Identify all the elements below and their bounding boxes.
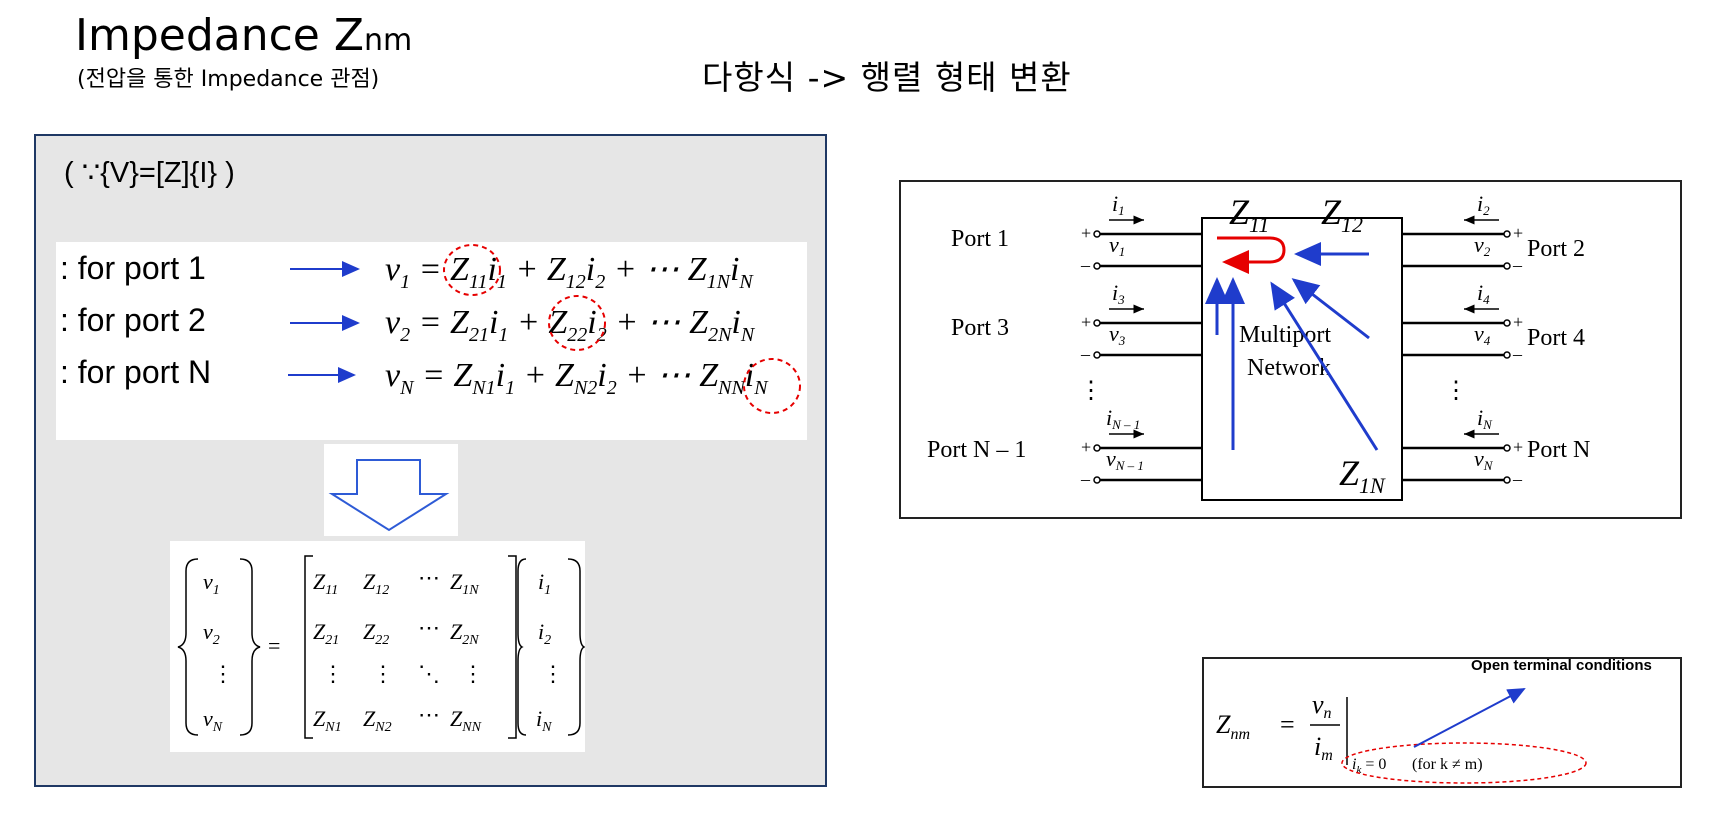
svg-text:i3: i3 [1112,280,1125,307]
svg-text:⋮: ⋮ [1444,378,1468,404]
svg-text:⋮: ⋮ [542,661,564,686]
svg-text:⋮: ⋮ [372,661,394,686]
svg-text:Z22: Z22 [363,619,389,648]
svg-text:i2: i2 [1477,191,1490,218]
svg-text:im: im [1314,732,1333,764]
svg-text:–: – [1512,255,1523,275]
equation-box [56,242,807,440]
port-4-text: Port 4 [1527,325,1585,351]
condition-note: (for k ≠ m) [1412,756,1483,773]
svg-text:vN – 1: vN – 1 [1106,446,1144,473]
svg-text:i2: i2 [538,619,551,648]
svg-text:Z11: Z11 [1229,192,1269,237]
svg-text:=: = [1280,710,1295,739]
impedance-formula: Znm = vn im ik = 0 (for k ≠ m) [1216,688,1587,784]
port-2-text: Port 2 [1527,236,1585,262]
svg-text:Z2N: Z2N [450,619,479,648]
svg-text:–: – [1080,469,1091,489]
title-subscript: nm [364,23,413,58]
svg-text:v4: v4 [1474,321,1491,348]
circle-z22 [548,295,606,351]
svg-text:+: + [1081,437,1091,457]
svg-text:⋱: ⋱ [418,661,440,686]
condition-box [1202,657,1682,788]
svg-text:v1: v1 [203,569,220,598]
svg-text:⋮: ⋮ [462,661,484,686]
svg-text:v2: v2 [203,619,220,648]
page-title: Impedance Znm [75,8,412,69]
svg-text:ZN1: ZN1 [313,706,342,735]
conversion-heading: 다항식 -> 행렬 형태 변환 [702,58,1072,97]
port-1-label: : for port 1 [60,250,206,286]
svg-text:–: – [1512,469,1523,489]
svg-text:⋮: ⋮ [212,661,234,686]
port-3-text: Port 3 [951,315,1009,341]
svg-text:–: – [1080,344,1091,364]
svg-text:⋯: ⋯ [418,565,440,590]
svg-text:Z12: Z12 [363,569,389,598]
svg-text:Z1N: Z1N [1339,453,1386,498]
svg-text:v2: v2 [1474,232,1491,259]
svg-text:+: + [1513,437,1523,457]
svg-text:+: + [1513,312,1523,332]
multiport-label-1: Multiport [1239,322,1331,348]
svg-text:Z1N: Z1N [450,569,479,598]
svg-text:vN: vN [203,706,223,735]
svg-text:vn: vn [1312,690,1332,722]
svg-text:Z11: Z11 [313,569,338,598]
svg-text:Znm: Znm [1216,710,1250,743]
svg-text:ZN2: ZN2 [363,706,392,735]
title-main-text: Impedance Z [75,10,365,61]
svg-text:ZNN: ZNN [450,706,482,735]
svg-text:iN: iN [536,706,552,735]
port-n-label: : for port N [60,354,212,390]
port-n-1-text: Port N – 1 [927,437,1026,463]
relation-text: ( ∵{V}=[Z]{I} ) [64,157,235,189]
highlight-circles [443,244,801,414]
svg-text:i1: i1 [1112,191,1125,218]
svg-text:i4: i4 [1477,280,1490,307]
port-1-text: Port 1 [951,226,1009,252]
svg-text:vN: vN [1474,446,1494,473]
svg-text:+: + [1081,223,1091,243]
svg-text:–: – [1512,344,1523,364]
svg-text:v3: v3 [1109,321,1126,348]
svg-text:–: – [1080,255,1091,275]
svg-text:v1: v1 [1109,232,1125,259]
condition-label: Open terminal conditions [1471,657,1652,674]
equation-port-2: v2 = Z21i1 + Z22i2 + ⋯ Z2NiN [385,304,755,346]
svg-text:+: + [1513,223,1523,243]
multiport-label-2: Network [1247,355,1331,381]
multiport-network-drawing: i1 v1 i3 v3 iN – 1 vN – 1 i2 v2 i4 v4 iN… [927,191,1590,501]
port-2-label: : for port 2 [60,302,206,338]
svg-text:⋯: ⋯ [418,702,440,727]
equation-arrows [288,261,360,383]
circle-z11 [443,244,501,296]
svg-text:iN – 1: iN – 1 [1106,405,1140,432]
svg-text:⋮: ⋮ [1079,378,1103,404]
svg-text:+: + [1081,312,1091,332]
svg-text:⋯: ⋯ [418,615,440,640]
title-note: (전압을 통한 Impedance 관점) [77,67,380,92]
svg-text:⋮: ⋮ [322,661,344,686]
equation-port-n: vN = ZN1i1 + ZN2i2 + ⋯ ZNNiN [385,357,768,399]
svg-text:Z21: Z21 [313,619,339,648]
multiport-diagram [899,180,1682,519]
matrix-equation: v1 v2 ⋮ vN = Z11 Z12 ⋯ Z1N Z21 Z22 ⋯ Z2N… [177,555,585,739]
svg-text:=: = [268,633,280,658]
down-arrow-icon [328,459,450,532]
svg-text:ik = 0: ik = 0 [1352,756,1386,776]
port-n-text: Port N [1527,437,1590,463]
svg-text:Z12: Z12 [1321,192,1363,237]
circle-znn [743,358,801,414]
svg-text:iN: iN [1477,405,1493,432]
svg-text:i1: i1 [538,569,551,598]
